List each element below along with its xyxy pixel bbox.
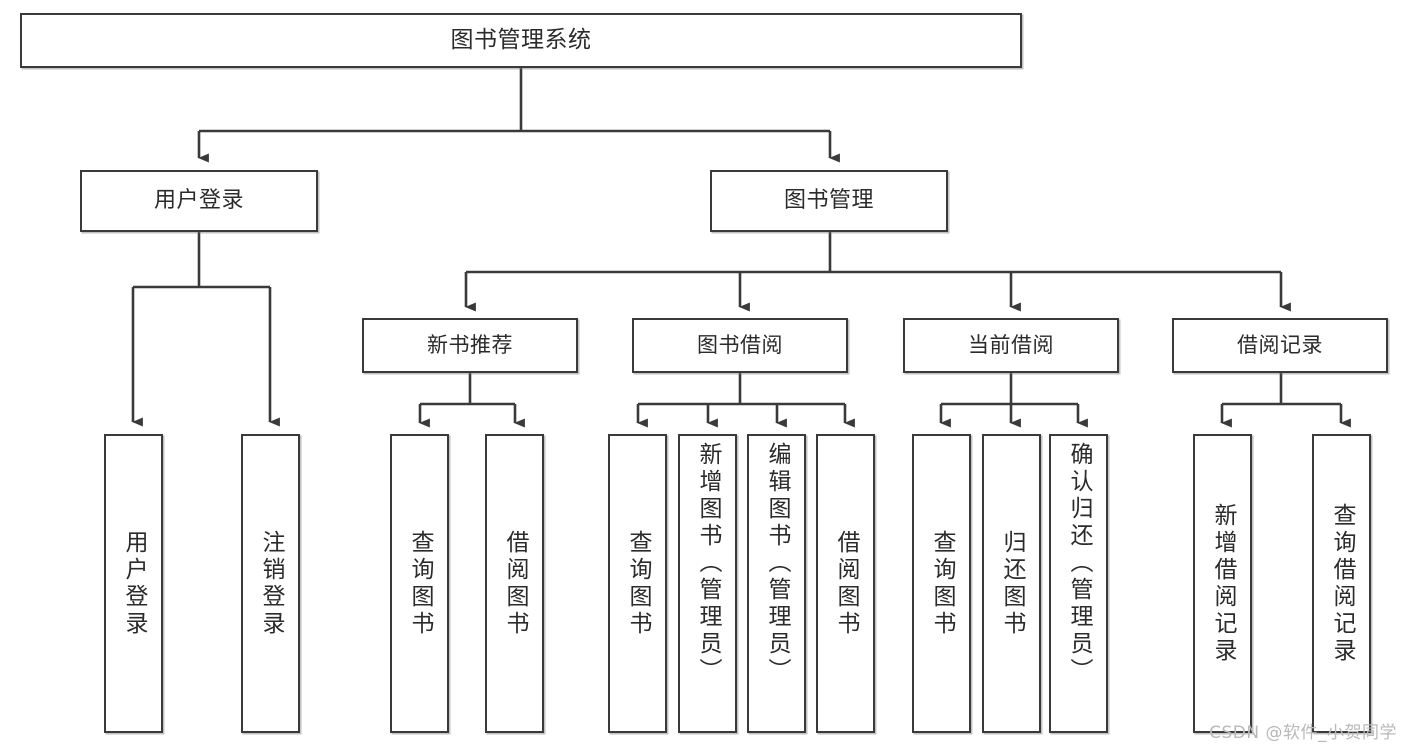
node-label: 借阅记录 bbox=[1237, 333, 1323, 358]
node-label: 查询图书 bbox=[407, 529, 433, 638]
node-label: 归还图书 bbox=[999, 529, 1025, 638]
leaf-logout[interactable]: 注销登录 bbox=[241, 434, 300, 733]
leaf-recommend-borrow-book[interactable]: 借阅图书 bbox=[485, 434, 544, 733]
node-label: 图书借阅 bbox=[697, 333, 783, 358]
node-label: 图书管理系统 bbox=[450, 26, 592, 53]
leaf-confirm-return-admin[interactable]: 确认归还（管理员） bbox=[1049, 434, 1108, 733]
node-user-login[interactable]: 用户登录 bbox=[80, 170, 318, 232]
node-label: 注销登录 bbox=[258, 529, 284, 638]
leaf-edit-book-admin[interactable]: 编辑图书（管理员） bbox=[747, 434, 806, 733]
leaf-user-login[interactable]: 用户登录 bbox=[104, 434, 163, 733]
node-borrow-record[interactable]: 借阅记录 bbox=[1172, 318, 1388, 373]
leaf-borrow-book[interactable]: 借阅图书 bbox=[816, 434, 875, 733]
node-current-borrow[interactable]: 当前借阅 bbox=[903, 318, 1119, 373]
node-label: 用户登录 bbox=[121, 529, 147, 638]
node-label: 用户登录 bbox=[153, 187, 244, 213]
node-label: 当前借阅 bbox=[968, 333, 1054, 358]
node-label: 查询借阅记录 bbox=[1329, 502, 1355, 665]
leaf-recommend-query-book[interactable]: 查询图书 bbox=[390, 434, 449, 733]
node-label: 新增借阅记录 bbox=[1210, 502, 1236, 665]
node-book-borrow[interactable]: 图书借阅 bbox=[632, 318, 848, 373]
leaf-add-book-admin[interactable]: 新增图书（管理员） bbox=[678, 434, 737, 733]
leaf-borrow-query-book[interactable]: 查询图书 bbox=[608, 434, 667, 733]
node-label: 查询图书 bbox=[929, 529, 955, 638]
leaf-current-query-book[interactable]: 查询图书 bbox=[912, 434, 971, 733]
watermark: CSDN @软件_小贺同学 bbox=[1209, 723, 1397, 743]
node-label: 借阅图书 bbox=[833, 529, 859, 638]
leaf-add-borrow-record[interactable]: 新增借阅记录 bbox=[1193, 434, 1252, 733]
node-label: 编辑图书（管理员） bbox=[764, 442, 790, 685]
node-label: 新增图书（管理员） bbox=[695, 442, 721, 685]
node-new-book-recommend[interactable]: 新书推荐 bbox=[362, 318, 578, 373]
node-label: 新书推荐 bbox=[427, 333, 513, 358]
node-label: 借阅图书 bbox=[502, 529, 528, 638]
node-label: 查询图书 bbox=[625, 529, 651, 638]
node-root-system[interactable]: 图书管理系统 bbox=[20, 13, 1022, 68]
leaf-query-borrow-record[interactable]: 查询借阅记录 bbox=[1312, 434, 1371, 733]
leaf-return-book[interactable]: 归还图书 bbox=[982, 434, 1041, 733]
node-label: 图书管理 bbox=[783, 187, 874, 213]
node-label: 确认归还（管理员） bbox=[1066, 442, 1092, 685]
node-book-management[interactable]: 图书管理 bbox=[710, 170, 948, 232]
